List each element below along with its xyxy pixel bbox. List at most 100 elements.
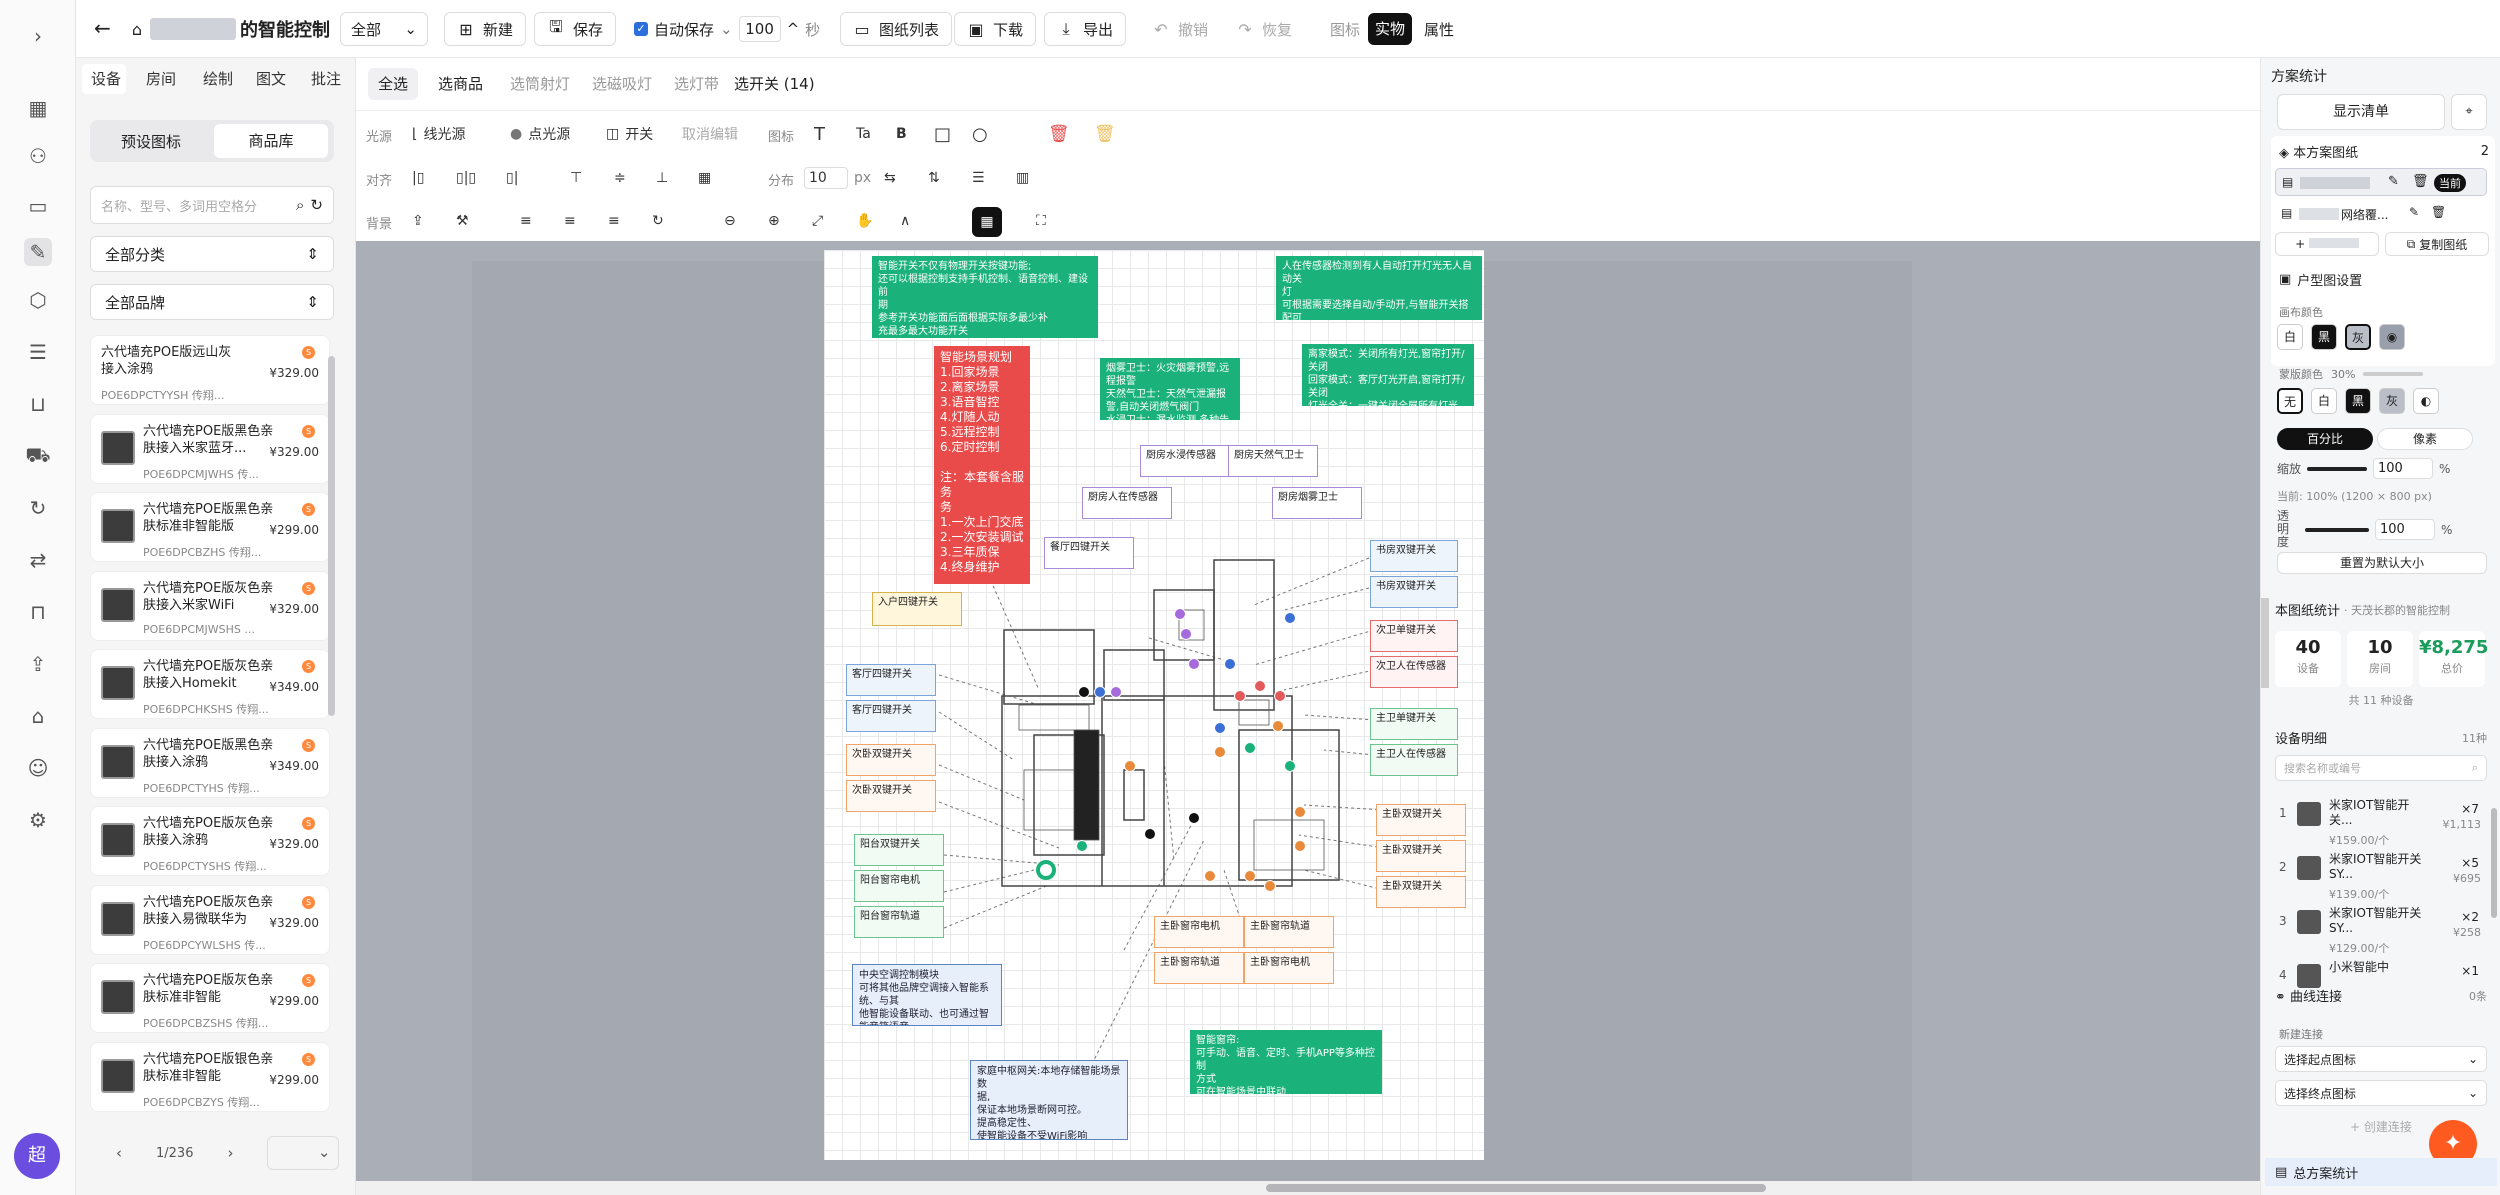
device-label[interactable]: 主卧双键开关 <box>1376 804 1466 836</box>
device-dot[interactable] <box>1244 742 1256 754</box>
unit-pixel[interactable]: 像素 <box>2377 428 2473 450</box>
device-dot[interactable] <box>1214 722 1226 734</box>
align-left-icon[interactable]: |▯ <box>412 170 425 186</box>
line-light-tool[interactable]: ⌊线光源 <box>412 126 466 143</box>
device-label[interactable]: 次卫单键开关 <box>1370 620 1458 652</box>
device-dot[interactable] <box>1078 686 1090 698</box>
plan-note[interactable]: 中央空调控制模块 可将其他品牌空调接入智能系统、与其 他智能设备联动、也可通过智… <box>852 964 1002 1026</box>
mode-icon[interactable]: 图标 <box>1330 21 1361 39</box>
scale-input[interactable]: 100 <box>2373 458 2434 479</box>
device-label[interactable]: 主卧窗帘电机 <box>1244 952 1334 984</box>
device-dot[interactable] <box>1110 686 1122 698</box>
mask-none[interactable]: 无 <box>2277 388 2303 414</box>
mask-white[interactable]: 白 <box>2311 388 2337 414</box>
panel-scrollbar[interactable] <box>2261 598 2269 688</box>
rectangle-icon[interactable]: □ <box>934 123 952 145</box>
canvas-color-gray[interactable]: 灰 <box>2345 324 2371 350</box>
fullscreen-icon[interactable]: ⛶ <box>1036 213 1046 229</box>
align-right-icon[interactable]: ▯| <box>506 170 519 186</box>
category-select[interactable]: 全部分类⇕ <box>90 236 334 272</box>
detail-search-input[interactable]: 搜索名称或编号⌕ <box>2275 755 2487 781</box>
device-label[interactable]: 客厅四键开关 <box>846 664 936 696</box>
equal-spacing-h-icon[interactable]: ☰ <box>972 170 985 186</box>
create-connection-button[interactable]: + 创建连接 <box>2350 1120 2412 1134</box>
design-icon[interactable]: ✎ <box>24 238 52 266</box>
end-select[interactable]: 选择终点图标⌄ <box>2275 1080 2487 1106</box>
device-dot[interactable] <box>1254 680 1266 692</box>
device-dot[interactable] <box>1274 690 1286 702</box>
clear-icon[interactable]: 🗑 <box>1094 124 1116 144</box>
unit-percent[interactable]: 百分比 <box>2277 428 2373 450</box>
cube-icon[interactable]: ⬡ <box>29 288 47 312</box>
text-align-left-icon[interactable]: ≡ <box>520 213 532 229</box>
search-icon[interactable]: ⌕ <box>296 196 305 214</box>
device-dot[interactable] <box>1144 828 1156 840</box>
plan-note[interactable]: 人在传感器检测到有人自动打开灯光无人自动关 灯 可根据需要选择自动/手动开,与智… <box>1276 256 1482 320</box>
text-align-center-icon[interactable]: ≡ <box>564 213 576 229</box>
zoom-in-icon[interactable]: ⊕ <box>768 213 780 229</box>
mode-attr[interactable]: 属性 <box>1424 21 1455 39</box>
device-label[interactable]: 厨房烟雾卫士 <box>1272 487 1362 519</box>
location-icon[interactable]: ⌖ <box>2451 94 2487 130</box>
device-label[interactable]: 餐厅四键开关 <box>1044 537 1134 569</box>
avatar[interactable]: 超 <box>14 1133 60 1179</box>
select-lightstrip-chip[interactable]: 选灯带 <box>674 75 720 93</box>
save-button[interactable]: 🖫保存 <box>534 12 617 46</box>
edit-icon[interactable]: ✎ <box>2388 174 2399 189</box>
drawing-item-current[interactable]: ▤ ✎ 🗑 当前 <box>2275 168 2487 196</box>
device-label[interactable]: 主卧双键开关 <box>1376 840 1466 872</box>
text-icon[interactable]: T <box>814 123 825 145</box>
equal-spacing-v-icon[interactable]: ▥ <box>1016 170 1030 186</box>
distribute-h-icon[interactable]: ⇆ <box>884 170 896 186</box>
autosave-toggle[interactable]: ✓ 自动保存 ⌄ 100 ^ 秒 <box>634 12 820 46</box>
gateway-dot[interactable] <box>1036 860 1056 880</box>
device-label[interactable]: 阳台窗帘轨道 <box>854 906 944 938</box>
new-button[interactable]: ⊞新建 <box>444 12 527 46</box>
pen-icon[interactable]: ∧ <box>900 213 911 229</box>
select-products-chip[interactable]: 选商品 <box>438 75 484 93</box>
text-align-right-icon[interactable]: ≡ <box>608 213 620 229</box>
canvas-color-white[interactable]: 白 <box>2277 324 2303 350</box>
back-icon[interactable]: ← <box>94 16 111 40</box>
dashboard-icon[interactable]: ▦ <box>28 96 48 120</box>
undo-button[interactable]: ↶撤销 <box>1140 12 1221 46</box>
detail-scrollbar[interactable] <box>2491 808 2497 918</box>
drawing-list-button[interactable]: ▭图纸列表 <box>840 12 953 46</box>
mask-slider[interactable] <box>2363 372 2424 376</box>
page-select[interactable]: ⌄ <box>267 1136 340 1170</box>
opacity-input[interactable]: 100 <box>2375 519 2435 540</box>
distribute-v-icon[interactable]: ⇅ <box>928 170 940 186</box>
bag-icon[interactable]: ⊔ <box>30 392 46 416</box>
rotate-icon[interactable]: ↻ <box>652 213 664 229</box>
plan-note[interactable]: 离家模式：关闭所有灯光,窗帘打开/关闭 回家模式：客厅灯光开启,窗帘打开/关闭 … <box>1302 344 1474 406</box>
transfer-icon[interactable]: ⇄ <box>29 548 47 572</box>
upload-bg-icon[interactable]: ⇪ <box>412 213 424 229</box>
trash-icon[interactable]: 🗑 <box>2412 174 2429 189</box>
redo-button[interactable]: ↷恢复 <box>1224 12 1305 46</box>
device-dot[interactable] <box>1244 870 1256 882</box>
add-drawing-button[interactable]: + <box>2275 232 2379 256</box>
device-dot[interactable] <box>1234 690 1246 702</box>
device-label[interactable]: 主卧双键开关 <box>1376 876 1466 908</box>
device-dot[interactable] <box>1214 746 1226 758</box>
basket-icon[interactable]: ⊓ <box>30 600 46 624</box>
total-stats-bar[interactable]: ▤总方案统计 <box>2265 1158 2497 1186</box>
download-button[interactable]: ▣下载 <box>954 12 1037 46</box>
zoom-out-icon[interactable]: ⊖ <box>724 213 736 229</box>
fit-icon[interactable]: ⤢ <box>812 213 824 229</box>
list-icon[interactable]: ☰ <box>29 340 47 364</box>
search-input[interactable]: 名称、型号、多词用空格分 ⌕↻ <box>90 186 334 224</box>
reset-size-button[interactable]: 重置为默认大小 <box>2277 552 2487 574</box>
floorplan-paper[interactable]: 智能开关不仅有物理开关按键功能; 还可以根据控制支持手机控制、语音控制、建设前 … <box>824 250 1484 1160</box>
tab-device[interactable]: 设备 <box>91 70 122 88</box>
device-label[interactable]: 主卫单键开关 <box>1370 708 1458 740</box>
plan-note[interactable]: 智能窗帘: 可手动、语音、定时、手机APP等多种控制 方式 可在智能场景中联动 <box>1190 1030 1382 1094</box>
show-list-button[interactable]: 显示清单 <box>2277 94 2445 130</box>
device-label[interactable]: 主卫人在传感器 <box>1370 744 1458 776</box>
export-button[interactable]: ⤓导出 <box>1044 12 1127 46</box>
